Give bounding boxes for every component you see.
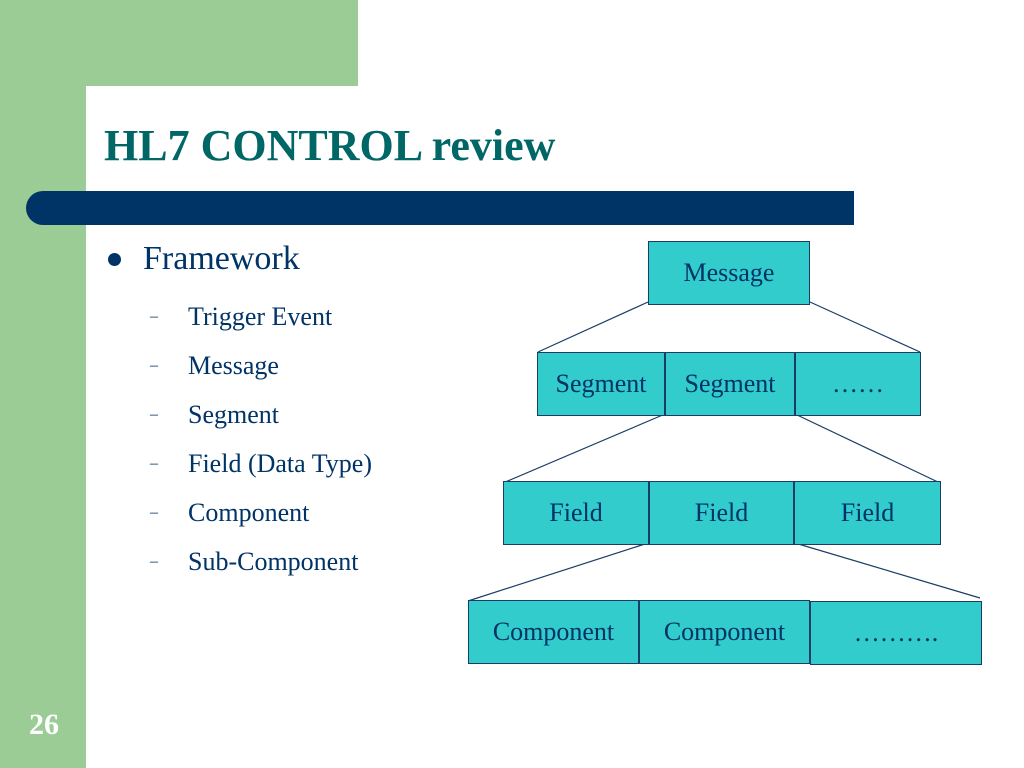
segment-box: Segment xyxy=(537,352,665,416)
field-box: Field xyxy=(794,481,941,545)
dash-icon: – xyxy=(150,454,158,472)
bullet-label: Framework xyxy=(143,240,300,277)
sub-bullet-label: Segment xyxy=(188,399,279,429)
slide-number: 26 xyxy=(29,708,59,741)
rounded-corner xyxy=(86,86,206,206)
sub-bullet-item: – Message xyxy=(150,341,372,390)
component-ellipsis-box: ………. xyxy=(810,601,982,665)
bullet-framework: Framework xyxy=(108,240,300,278)
segment-ellipsis-box: …… xyxy=(795,352,921,416)
sub-bullet-item: – Sub-Component xyxy=(150,537,372,586)
sub-bullet-label: Component xyxy=(188,497,310,527)
bullet-dot-icon xyxy=(108,252,121,266)
component-box: Component xyxy=(639,600,810,664)
green-top-band xyxy=(0,0,358,86)
field-box: Field xyxy=(649,481,794,545)
connector-line xyxy=(502,413,666,484)
segment-box: Segment xyxy=(665,352,795,416)
dash-icon: – xyxy=(150,307,158,325)
sub-bullet-label: Field (Data Type) xyxy=(188,448,372,478)
component-box: Component xyxy=(468,600,639,664)
dash-icon: – xyxy=(150,503,158,521)
sub-bullet-item: – Segment xyxy=(150,390,372,439)
slide-title: HL7 CONTROL review xyxy=(104,121,556,170)
field-box: Field xyxy=(503,481,649,545)
connector-line xyxy=(794,542,981,599)
sub-bullet-label: Sub-Component xyxy=(188,546,359,576)
title-underline-bar xyxy=(26,191,854,225)
connector-line xyxy=(809,301,921,353)
dash-icon: – xyxy=(150,552,158,570)
message-box: Message xyxy=(648,241,810,305)
dash-icon: – xyxy=(150,356,158,374)
sub-bullet-item: – Field (Data Type) xyxy=(150,439,372,488)
connector-line xyxy=(467,542,649,602)
connector-line xyxy=(537,301,649,353)
sub-bullet-label: Message xyxy=(188,350,279,380)
green-sidebar xyxy=(0,0,86,768)
sub-bullet-item: – Trigger Event xyxy=(150,292,372,341)
sub-bullet-list: – Trigger Event – Message – Segment – Field … xyxy=(150,292,372,586)
connector-line xyxy=(794,413,941,484)
sub-bullet-label: Trigger Event xyxy=(188,301,333,331)
sub-bullet-item: – Component xyxy=(150,488,372,537)
dash-icon: – xyxy=(150,405,158,423)
